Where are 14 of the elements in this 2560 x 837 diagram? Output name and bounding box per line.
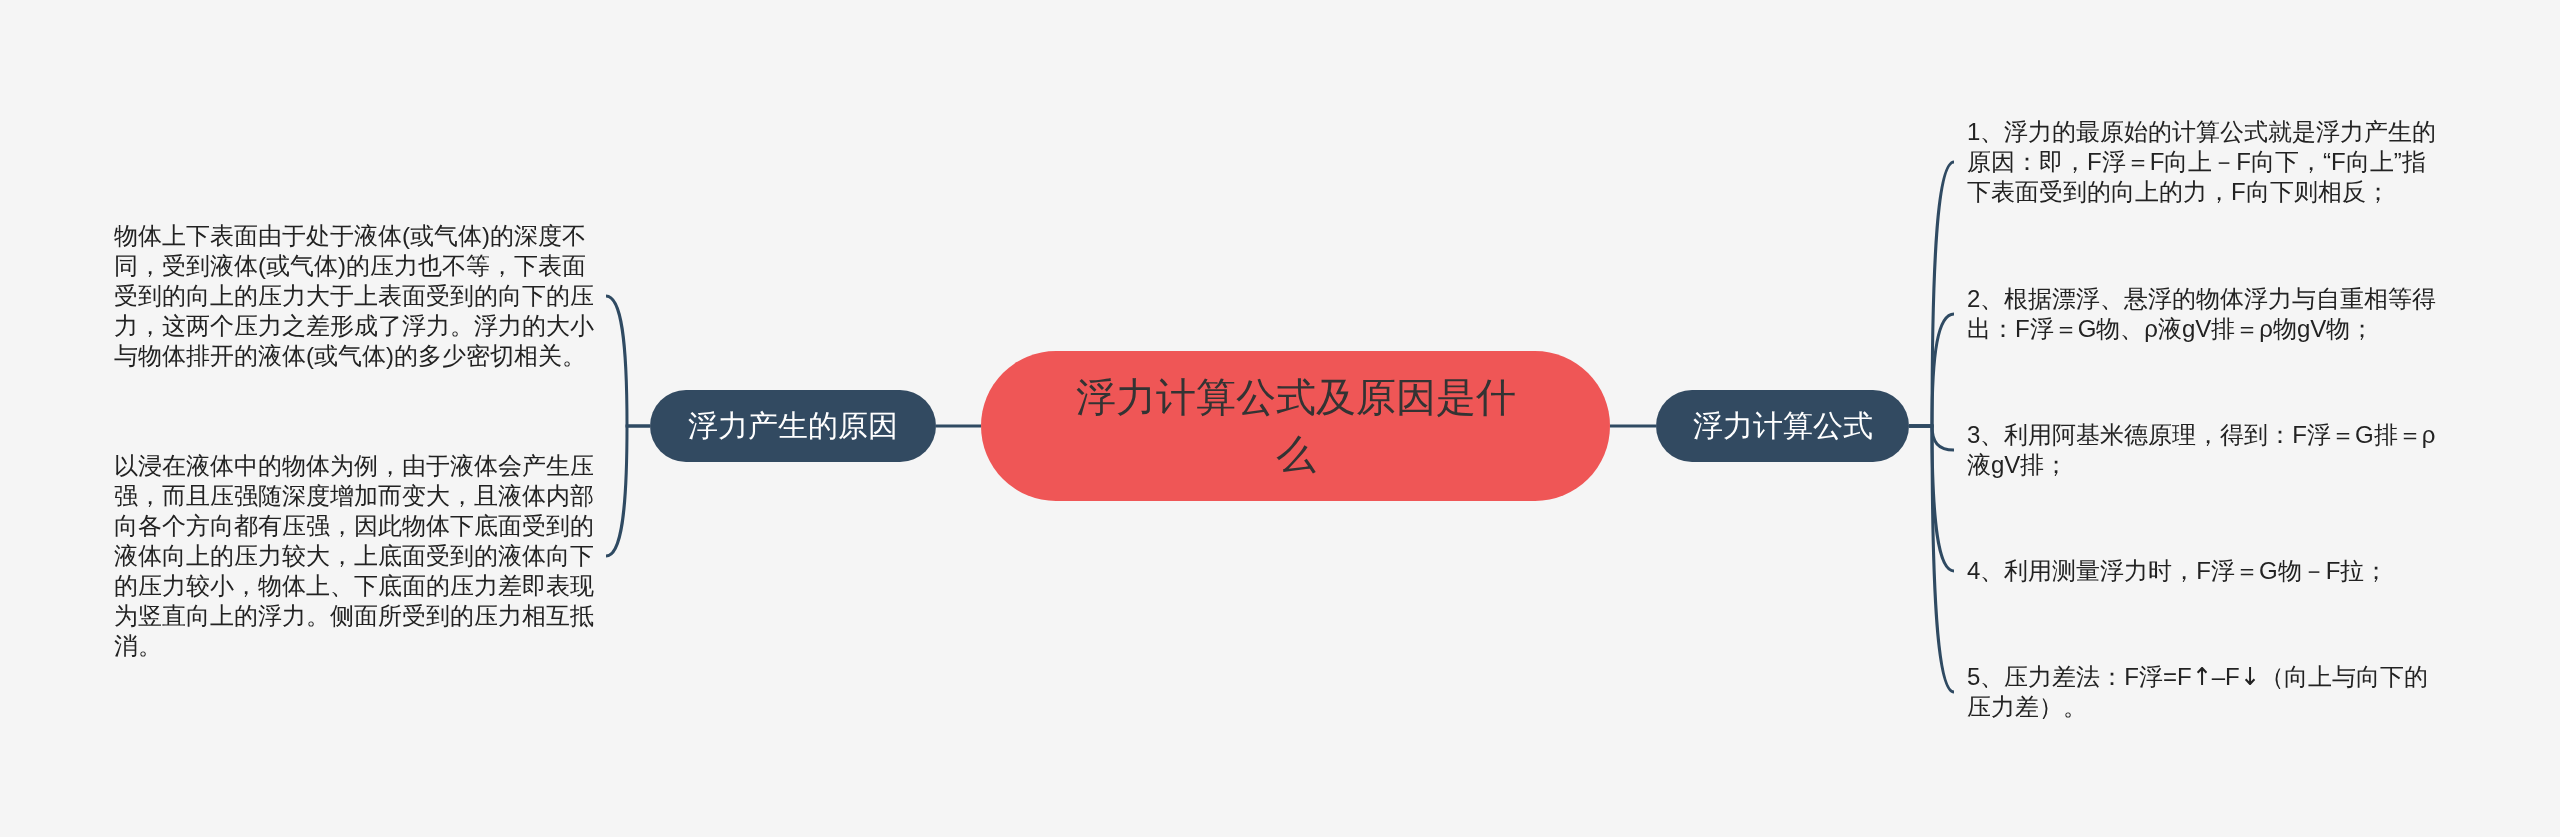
note-text: 4、利用测量浮力时，F浮＝G物－F拉； (1954, 556, 2451, 586)
note-text: 以浸在液体中的物体为例，由于液体会产生压强，而且压强随深度增加而变大，且液体内部向各个方向都有压强，因此物体下底面受到的液体向上的压力较大，上底面受到的液体向下的压力较小，物体上、下底面的压力差即表现为竖直向上的浮力。侧面所受到的压力相互抵消。 (104, 451, 606, 661)
connector-line (605, 424, 650, 558)
central-topic-pill: 浮力计算公式及原因是什么 (981, 351, 1610, 501)
note-text: 5、压力差法：F浮=F↑–F↓（向上与向下的压力差）。 (1954, 662, 2451, 722)
branch-topic-pill: 浮力计算公式 (1656, 390, 1909, 462)
connector-line (1909, 424, 1955, 694)
note-text: 3、利用阿基米德原理，得到：F浮＝G排＝ρ液gV排； (1954, 420, 2451, 480)
note-text: 2、根据漂浮、悬浮的物体浮力与自重相等得出：F浮＝G物、ρ液gV排＝ρ物gV物； (1954, 284, 2451, 344)
connector-line (936, 424, 981, 428)
connector-line (1610, 424, 1656, 428)
branch-topic-pill: 浮力产生的原因 (650, 390, 936, 462)
note-text: 1、浮力的最原始的计算公式就是浮力产生的原因：即，F浮＝F向上－F向下，“F向上”指下表面受到的向上的力，F向下则相反； (1954, 117, 2451, 207)
note-text: 物体上下表面由于处于液体(或气体)的深度不同，受到液体(或气体)的压力也不等，下表面受到的向上的压力大于上表面受到的向下的压力，这两个压力之差形成了浮力。浮力的大小与物体排开的液体(或气体)的多少密切相关。 (104, 221, 606, 371)
